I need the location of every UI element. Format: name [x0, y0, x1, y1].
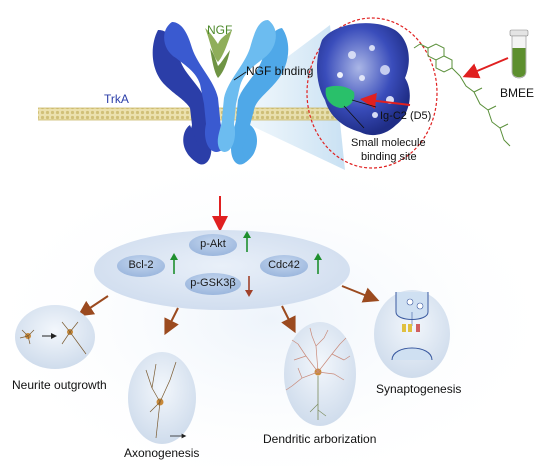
ngf-binding-pointer — [233, 71, 247, 81]
ig-c2-pointer — [351, 99, 377, 108]
axonogenesis-label: Axonogenesis — [124, 446, 200, 460]
dendritic-panel — [284, 322, 356, 426]
ngf-ligand — [205, 28, 232, 78]
small-molecule-label-2: binding site — [361, 151, 417, 163]
bmee-molecule — [413, 43, 511, 147]
ig-c2-label: Ig-C2 (D5) — [380, 110, 432, 122]
tube-to-molecule-arrow — [462, 57, 509, 79]
bmee-to-site-arrow — [360, 93, 411, 109]
small-molecule-pointer — [343, 105, 365, 129]
dendritic-arborization-label: Dendritic arborization — [263, 432, 377, 446]
signaling-ellipse — [94, 230, 350, 310]
arrow-to-dendritic — [281, 305, 296, 334]
pakt-pill — [189, 234, 237, 256]
zoom-cone — [230, 25, 345, 170]
synaptogenesis-label: Synaptogenesis — [376, 382, 462, 396]
arrow-to-neurite — [77, 295, 109, 317]
small-molecule-label-1: Small molecule — [351, 137, 426, 149]
bcl2-pill — [117, 255, 165, 277]
cdc42-label: Cdc42 — [268, 259, 300, 271]
synaptogenesis-panel — [374, 290, 450, 378]
pakt-label: p-Akt — [200, 238, 226, 250]
trka-receptor — [152, 20, 289, 165]
arrow-to-axonogenesis — [164, 307, 179, 336]
ngf-binding-label: NGF binding — [246, 64, 314, 78]
binding-site-patch — [325, 85, 355, 108]
neurite-panel — [15, 305, 95, 369]
arrow-to-synaptogenesis — [341, 285, 380, 303]
axonogenesis-panel — [128, 352, 196, 444]
bmee-label: BMEE — [500, 86, 535, 100]
neurite-outgrowth-label: Neurite outgrowth — [12, 378, 107, 392]
test-tube-icon — [509, 29, 529, 79]
ngf-label: NGF — [207, 23, 233, 37]
cdc42-pill — [260, 255, 308, 277]
trka-label: TrkA — [104, 92, 129, 106]
bcl2-label: Bcl-2 — [128, 259, 154, 271]
ig-c2-surface — [306, 17, 438, 169]
pgsk3b-label: p-GSK3β — [190, 277, 236, 289]
pgsk3b-pill — [185, 273, 241, 295]
